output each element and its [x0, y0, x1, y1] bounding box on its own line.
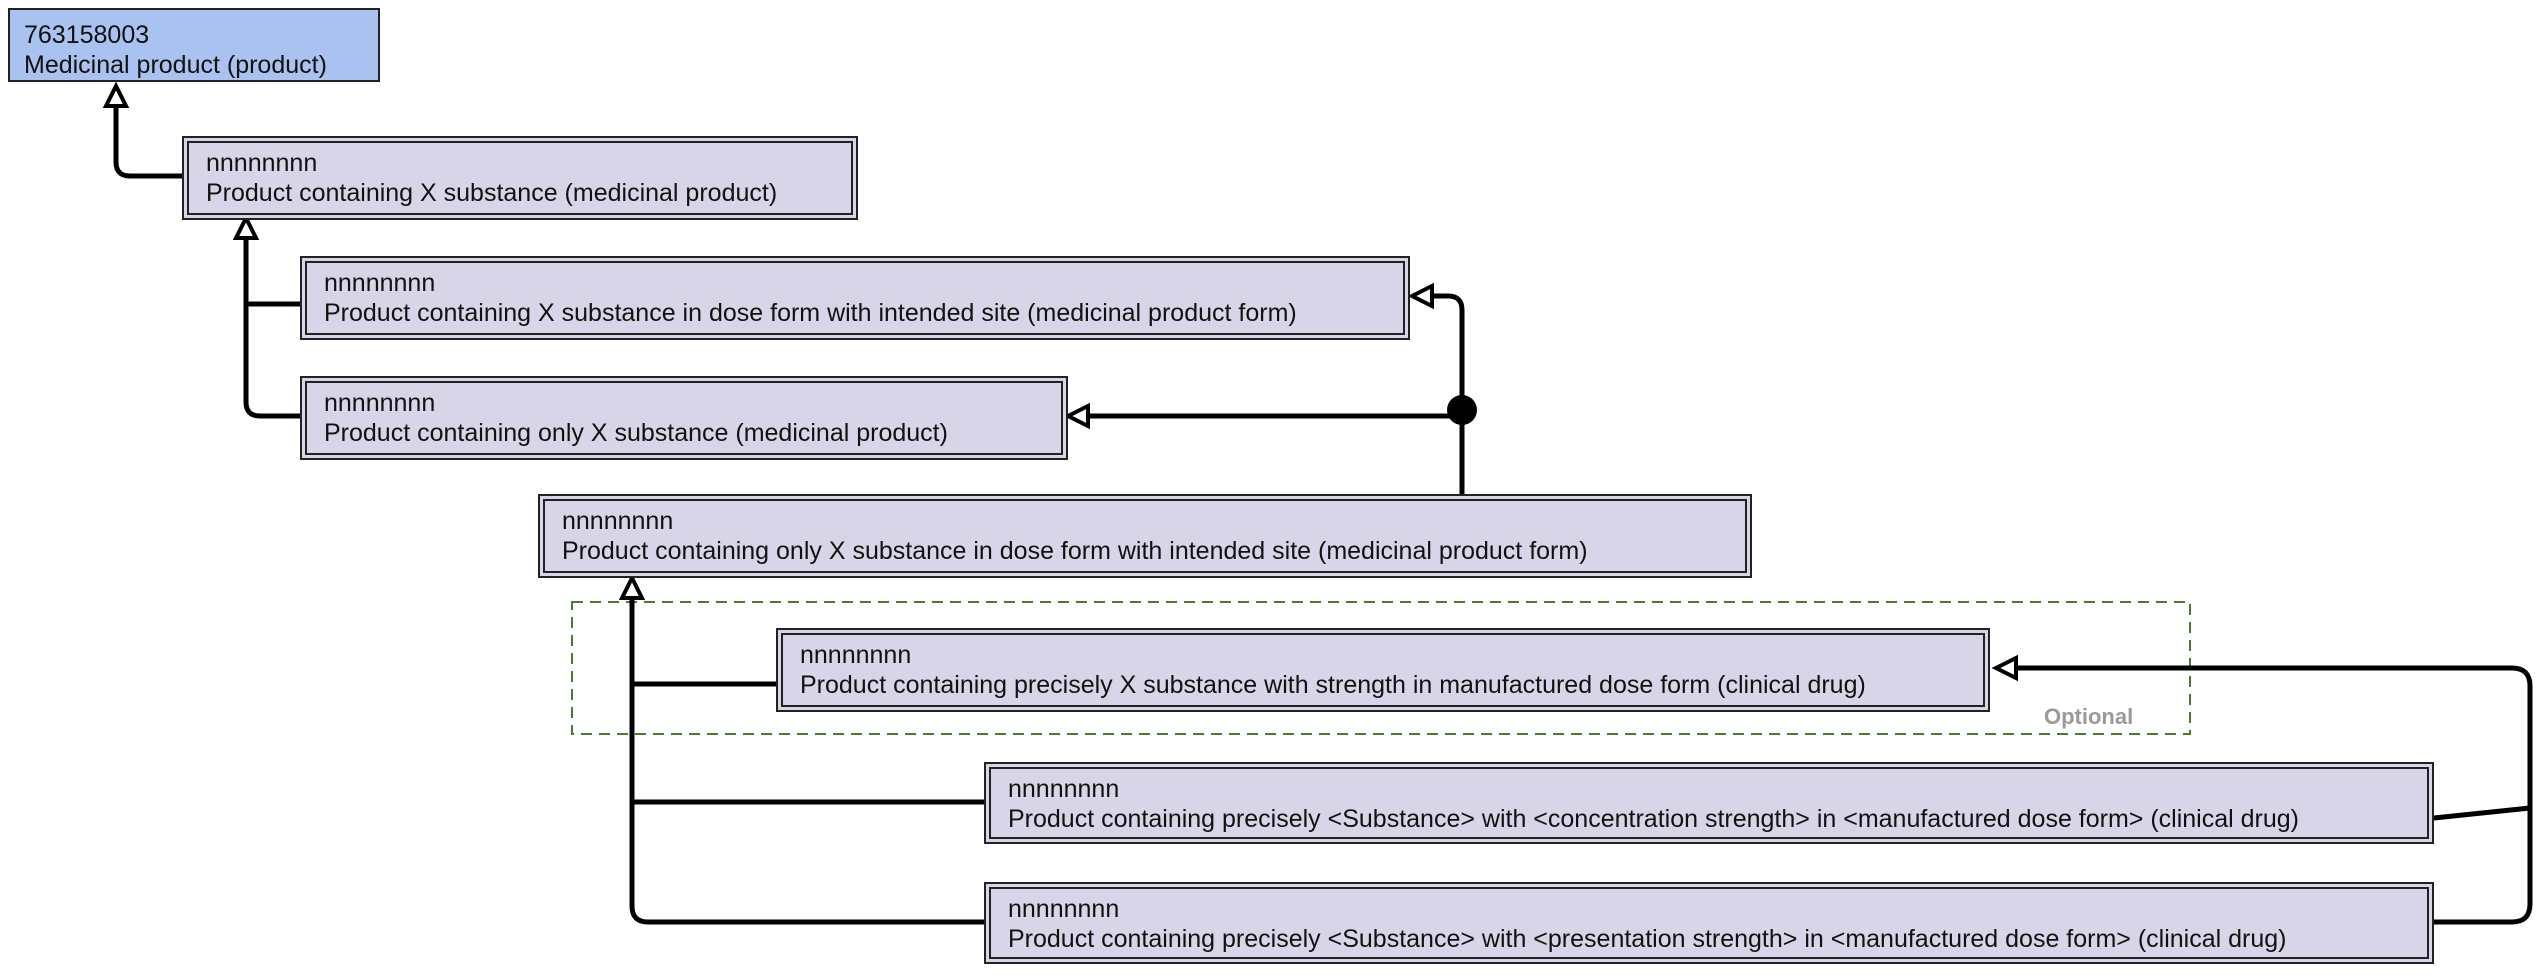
concept-box-product-containing-only-x-substance[interactable]: nnnnnnnn Product containing only X subst… — [300, 376, 1068, 460]
concept-term: Product containing X substance (medicina… — [206, 179, 778, 207]
concept-box-product-containing-x-substance[interactable]: nnnnnnnn Product containing X substance … — [182, 136, 858, 220]
junction-dot — [1447, 395, 1477, 425]
concept-id: nnnnnnnn — [1008, 775, 1120, 803]
concept-box-product-containing-only-x-substance-dose-form[interactable]: nnnnnnnn Product containing only X subst… — [538, 494, 1752, 578]
edge-cd-pres-to-cd — [2013, 665, 2533, 925]
edge-junction-to-mpf — [1425, 293, 1465, 413]
edge-cd-pres-to-mpf-only — [629, 593, 991, 925]
arrowhead-cd — [1991, 654, 2018, 682]
arrowhead-mp — [232, 213, 260, 240]
concept-term: Product containing precisely X substance… — [800, 671, 1866, 699]
edge-mpf-to-mp — [243, 229, 305, 307]
arrowhead-root — [102, 81, 130, 108]
concept-id: nnnnnnnn — [800, 641, 912, 669]
concept-box-medicinal-product[interactable]: 763158003 Medicinal product (product) — [8, 8, 380, 82]
edge-cd-conc-to-cd — [2431, 805, 2533, 821]
arrowhead-mp-only — [1063, 402, 1090, 430]
concept-box-clinical-drug-concentration-strength[interactable]: nnnnnnnn Product containing precisely <S… — [984, 762, 2434, 844]
concept-term: Product containing precisely <Substance>… — [1008, 805, 2300, 833]
concept-term: Product containing precisely <Substance>… — [1008, 925, 2287, 953]
edge-mp-only-to-mp — [243, 301, 305, 419]
concept-id: nnnnnnnn — [324, 269, 436, 297]
concept-term: Product containing only X substance (med… — [324, 419, 948, 447]
edge-mp-to-root — [113, 97, 187, 179]
concept-id: nnnnnnnn — [562, 507, 674, 535]
concept-term: Product containing X substance in dose f… — [324, 299, 1297, 327]
concept-term: Medicinal product (product) — [24, 51, 327, 79]
concept-box-product-containing-x-substance-dose-form[interactable]: nnnnnnnn Product containing X substance … — [300, 256, 1410, 340]
concept-id: nnnnnnnn — [324, 389, 436, 417]
arrowhead-mpf — [1407, 282, 1434, 310]
concept-box-clinical-drug-presentation-strength[interactable]: nnnnnnnn Product containing precisely <S… — [984, 882, 2434, 964]
concept-id: nnnnnnnn — [1008, 895, 1120, 923]
concept-term: Product containing only X substance in d… — [562, 537, 1588, 565]
arrowhead-mpf-only — [618, 573, 646, 600]
concept-id: nnnnnnnn — [206, 149, 318, 177]
optional-group-label: Optional — [2044, 704, 2134, 729]
concept-box-clinical-drug[interactable]: nnnnnnnn Product containing precisely X … — [776, 628, 1990, 712]
concept-id: 763158003 — [24, 21, 150, 49]
